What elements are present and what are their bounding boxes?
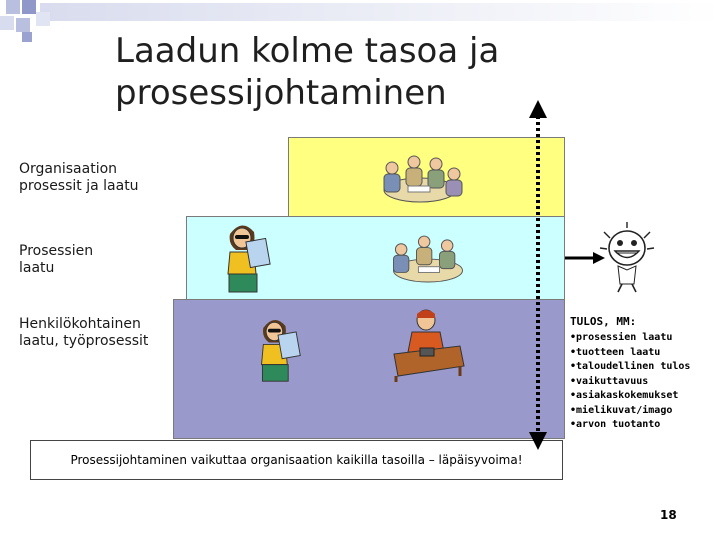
double-headed-dotted-arrow-icon xyxy=(529,100,547,450)
group-meeting-clipart-2 xyxy=(393,235,463,283)
results-item: arvon tuotanto xyxy=(570,418,690,433)
results-item: asiakaskokemukset xyxy=(570,389,690,404)
bottom-statement: Prosessijohtaminen vaikuttaa organisaati… xyxy=(30,440,563,480)
person-at-desk-clipart xyxy=(393,309,465,382)
level-box-organisation xyxy=(288,137,565,217)
level-label-organisation: Organisaation prosessit ja laatu xyxy=(19,161,139,194)
results-list: prosessien laatu tuotteen laatu taloudel… xyxy=(570,331,690,433)
happy-face-clipart xyxy=(599,222,655,293)
results-item: taloudellinen tulos xyxy=(570,360,690,375)
group-meeting-clipart xyxy=(383,155,463,203)
results-item: mielikuvat/imago xyxy=(570,404,690,419)
right-arrow-icon xyxy=(565,252,605,264)
results-title: TULOS, MM: xyxy=(570,315,637,328)
results-item: tuotteen laatu xyxy=(570,346,690,361)
decorative-squares xyxy=(0,0,720,42)
slide-title: Laadun kolme tasoa ja prosessijohtaminen xyxy=(115,31,500,113)
page-number: 18 xyxy=(660,508,677,522)
presenter-woman-clipart-2 xyxy=(261,319,301,382)
bottom-statement-text: Prosessijohtaminen vaikuttaa organisaati… xyxy=(70,453,523,467)
level-label-personal: Henkilökohtainen laatu, työprosessit xyxy=(19,316,149,349)
level-box-personal xyxy=(173,299,565,439)
results-item: prosessien laatu xyxy=(570,331,690,346)
results-item: vaikuttavuus xyxy=(570,375,690,390)
presenter-woman-clipart xyxy=(227,225,271,293)
results-panel: TULOS, MM: prosessien laatu tuotteen laa… xyxy=(570,315,690,433)
level-label-process: Prosessien laatu xyxy=(19,243,94,276)
